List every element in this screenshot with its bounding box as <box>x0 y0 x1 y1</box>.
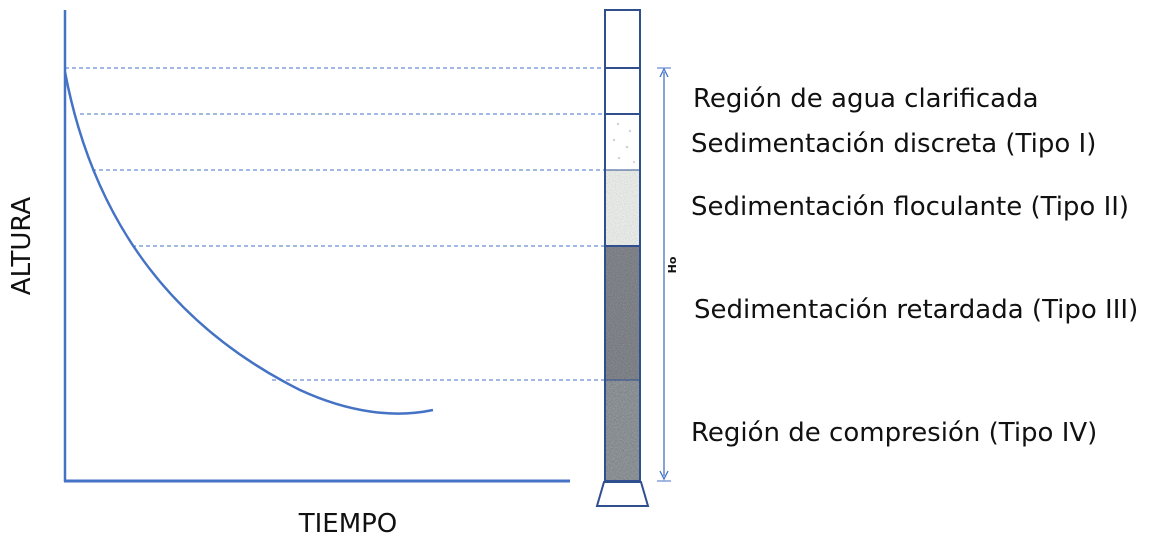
x-axis-label: TIEMPO <box>298 509 398 539</box>
column-base <box>595 481 650 507</box>
region-label-discrete: Sedimentación discreta (Tipo I) <box>691 129 1096 159</box>
height-arrow <box>657 67 671 482</box>
discrete-particles <box>612 122 636 164</box>
settling-curve <box>63 71 434 415</box>
region-label-compression: Región de compresión (Tipo IV) <box>691 418 1097 448</box>
region-label-hindered: Sedimentación retardada (Tipo III) <box>694 295 1138 325</box>
height-label: Ho <box>666 256 679 273</box>
region-label-clarified: Región de agua clarificada <box>693 84 1039 114</box>
sedimentation-column <box>595 9 650 507</box>
region-label-flocculent: Sedimentación floculante (Tipo II) <box>691 192 1129 222</box>
y-axis-label: ALTURA <box>7 197 37 296</box>
